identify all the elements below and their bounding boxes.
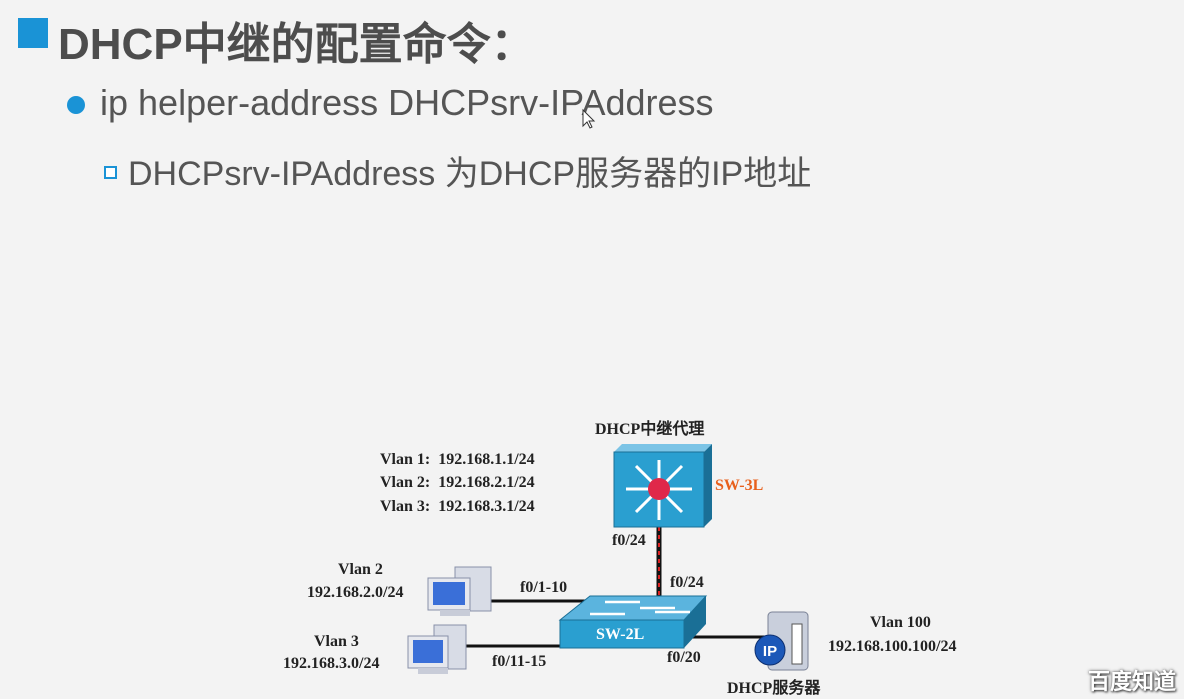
sub-bullet-square (104, 166, 117, 179)
vlan2-ip: Vlan 2: 192.168.2.1/24 (380, 474, 535, 491)
pc1-vlan: Vlan 2 (338, 561, 383, 578)
pc2-network: 192.168.3.0/24 (283, 655, 380, 672)
watermark: 百度知道 (1087, 669, 1176, 694)
server-ip-badge: IP (763, 643, 777, 660)
layer2-switch-icon (558, 595, 708, 649)
sw2-uplink-port-label: f0/24 (670, 574, 704, 591)
pc2-computer-icon (407, 624, 467, 674)
layer3-switch-icon (613, 444, 712, 528)
bullet-command: ip helper-address DHCPsrv-IPAddress (100, 82, 714, 123)
pc1-network: 192.168.2.0/24 (307, 584, 404, 601)
sw3-label: SW-3L (715, 477, 764, 494)
vlan3-ip: Vlan 3: 192.168.3.1/24 (380, 498, 535, 515)
pc2-port-label: f0/11-15 (492, 653, 547, 670)
server-vlan: Vlan 100 (870, 614, 931, 631)
title-bullet-square (18, 18, 48, 48)
sw2-label: SW-2L (596, 626, 645, 643)
mouse-cursor-icon (582, 108, 596, 129)
slide-title: DHCP中继的配置命令： (58, 20, 535, 69)
sw3-port-label: f0/24 (612, 532, 646, 549)
vlan1-ip: Vlan 1: 192.168.1.1/24 (380, 451, 535, 468)
relay-agent-label: DHCP中继代理 (595, 421, 705, 438)
server-ip: 192.168.100.100/24 (828, 638, 957, 655)
bullet-dot (67, 96, 85, 114)
sub-bullet-text: DHCPsrv-IPAddress 为DHCP服务器的IP地址 (128, 155, 812, 193)
dhcp-server-icon: IP (754, 611, 809, 671)
pc1-computer-icon (427, 566, 492, 616)
server-label: DHCP服务器 (727, 680, 821, 697)
pc1-port-label: f0/1-10 (520, 579, 568, 596)
server-port-label: f0/20 (667, 649, 701, 666)
pc2-vlan: Vlan 3 (314, 633, 359, 650)
